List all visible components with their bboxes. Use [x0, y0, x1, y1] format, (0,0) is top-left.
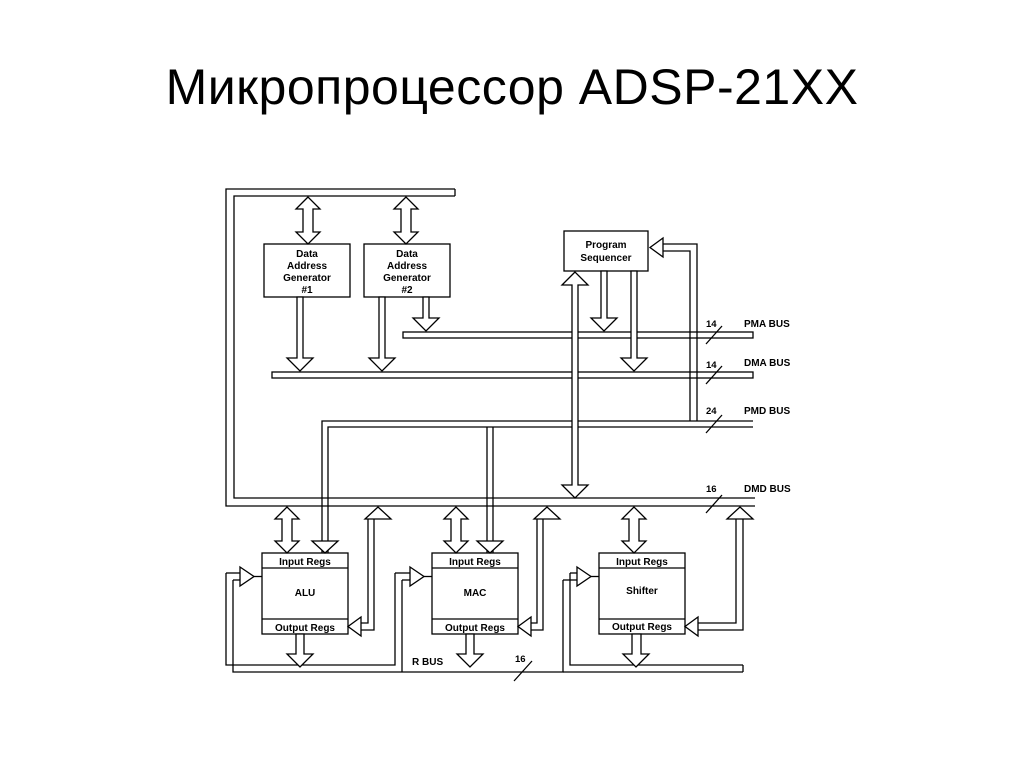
alu-input-regs: Input Regs: [279, 557, 331, 568]
mac-rbus-input: [395, 565, 432, 588]
dag2-line-4: #2: [401, 285, 413, 296]
dma-bus-annotation: 14 DMA BUS: [705, 358, 791, 385]
alu-dmd-bidir-arrow: [273, 506, 301, 554]
slide-title: Микропроцессор ADSP-21XX: [165, 59, 859, 115]
shifter-output-regs: Output Regs: [612, 622, 672, 633]
dag2-line-1: Data: [396, 249, 418, 260]
dmd-sequencer-bidir-arrow: [560, 271, 590, 499]
shifter-dmd-bidir-arrow: [620, 506, 648, 554]
sequencer-to-pma-arrow: [589, 270, 619, 332]
mac-output-to-dmd: [516, 506, 562, 638]
sequencer-line-2: Sequencer: [580, 253, 631, 264]
mac-input-regs: Input Regs: [449, 557, 501, 568]
alu-output-to-dmd: [346, 506, 393, 638]
pmd-to-sequencer-feedback: [648, 236, 698, 421]
dmd-bus-annotation: 16 DMD BUS: [705, 484, 791, 514]
dag1-line-4: #1: [301, 285, 313, 296]
pmd-bus-annotation: 24 PMD BUS: [705, 406, 790, 434]
alu-pmd-head: [310, 540, 340, 554]
alu-output-down-arrow: [285, 633, 315, 668]
dag2-to-dma-arrow: [367, 296, 397, 372]
sequencer-line-1: Program: [585, 240, 626, 251]
dag2-line-3: Generator: [383, 273, 431, 284]
dag2-line-2: Address: [387, 261, 427, 272]
dma-label: DMA BUS: [744, 358, 791, 369]
dag1-line-3: Generator: [283, 273, 331, 284]
mac-output-regs: Output Regs: [445, 623, 505, 634]
mac-output-down-arrow: [455, 633, 485, 668]
dag1-to-dma-arrow: [285, 296, 315, 372]
alu-rbus-input: [226, 565, 262, 588]
mac-name: MAC: [464, 588, 487, 599]
dmd-bus-loop: [225, 188, 755, 507]
shifter-output-to-dmd: [683, 506, 755, 638]
dag2-top-bidir-arrow: [392, 196, 420, 245]
shifter-input-regs: Input Regs: [616, 557, 668, 568]
r-bus-line: [225, 573, 744, 673]
pma-label: PMA BUS: [744, 319, 790, 330]
shifter-block: Input Regs Shifter Output Regs: [598, 552, 686, 635]
dmd-width: 16: [706, 484, 717, 495]
dma-width: 14: [706, 360, 717, 371]
r-bus-width: 16: [515, 654, 526, 665]
dma-bus-line: [271, 371, 754, 379]
dag1-block: Data Address Generator #1: [263, 243, 351, 298]
alu-block: Input Regs ALU Output Regs: [261, 552, 349, 635]
pmd-label: PMD BUS: [744, 406, 790, 417]
shifter-name: Shifter: [626, 586, 658, 597]
dag1-line-1: Data: [296, 249, 318, 260]
dag2-block: Data Address Generator #2: [363, 243, 451, 298]
pma-width: 14: [706, 319, 717, 330]
alu-name: ALU: [295, 588, 316, 599]
r-bus-annotation: R BUS 16: [412, 654, 533, 682]
pmd-bus-line: [321, 420, 753, 560]
shifter-output-down-arrow: [621, 633, 651, 668]
mac-dmd-bidir-arrow: [442, 506, 470, 554]
sequencer-to-dma-arrow: [619, 270, 649, 372]
dmd-label: DMD BUS: [744, 484, 791, 495]
dag1-line-2: Address: [287, 261, 327, 272]
alu-output-regs: Output Regs: [275, 623, 335, 634]
dag1-top-bidir-arrow: [294, 196, 322, 245]
r-bus-label: R BUS: [412, 657, 443, 668]
shifter-rbus-input: [563, 565, 599, 588]
program-sequencer-block: Program Sequencer: [563, 230, 649, 272]
pmd-width: 24: [706, 406, 717, 417]
dag2-to-pma-arrow: [411, 296, 441, 332]
mac-pmd-head: [475, 540, 505, 554]
pma-bus-annotation: 14 PMA BUS: [705, 319, 790, 345]
mac-block: Input Regs MAC Output Regs: [431, 552, 519, 635]
